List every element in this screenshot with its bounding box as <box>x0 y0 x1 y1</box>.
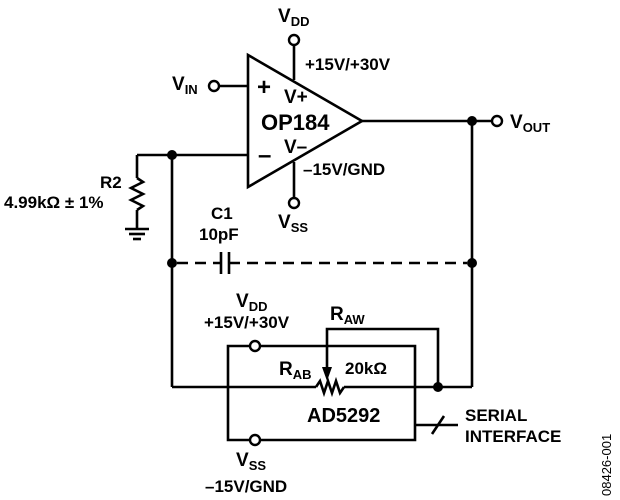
raw-label: RAW <box>330 304 365 327</box>
ad5292-box-right <box>260 344 417 442</box>
serial-interface-line1: SERIAL <box>465 406 527 425</box>
ad5292-vdd-terminal[interactable] <box>248 339 262 353</box>
c1-value: 10pF <box>199 225 239 244</box>
wiper-arrow-icon <box>322 367 332 381</box>
opamp-minus-sign: – <box>258 142 271 169</box>
rab-resistor <box>314 376 346 398</box>
opamp-triangle <box>246 52 365 190</box>
r2-name: R2 <box>100 173 122 192</box>
vout-label: VOUT <box>510 112 550 135</box>
vin-terminal[interactable] <box>207 79 221 93</box>
ad5292-part-label: AD5292 <box>307 405 380 427</box>
opamp-vdd-label: VDD <box>278 6 309 29</box>
ground-icon <box>125 227 149 241</box>
cap-right-junction <box>467 258 477 268</box>
r2-resistor <box>128 176 146 212</box>
vout-terminal[interactable] <box>490 114 504 128</box>
opamp-part-label: OP184 <box>261 110 330 135</box>
opamp-vss-voltage: –15V/GND <box>303 160 385 179</box>
rab-label: RAB <box>279 359 312 382</box>
opamp-vminus-label: V– <box>284 137 307 158</box>
raw-wiper-wire <box>325 327 440 387</box>
opamp-vss-label: VSS <box>278 212 308 235</box>
c1-name: C1 <box>211 204 233 223</box>
cap-left-junction <box>167 258 177 268</box>
opamp-vplus-label: V+ <box>284 87 308 108</box>
ad5292-vdd-voltage: +15V/+30V <box>204 313 290 332</box>
figure-id: 08426-001 <box>599 434 614 496</box>
opamp-vdd-voltage: +15V/+30V <box>305 55 391 74</box>
ad5292-vss-voltage: –15V/GND <box>205 477 287 496</box>
opamp-plus-sign: + <box>257 74 271 101</box>
bus-slash-icon <box>430 415 446 435</box>
serial-interface-line2: INTERFACE <box>465 427 561 446</box>
ad5292-vss-label: VSS <box>236 450 266 473</box>
ad5292-box <box>226 344 250 442</box>
ad5292-resistance: 20kΩ <box>345 359 387 378</box>
opamp-vdd-terminal[interactable] <box>287 33 301 47</box>
r2-value: 4.99kΩ ± 1% <box>4 193 104 212</box>
ad5292-vdd-label: VDD <box>236 291 267 314</box>
opamp-vss-terminal[interactable] <box>287 196 301 210</box>
vin-label: VIN <box>172 74 198 97</box>
ad5292-vss-terminal[interactable] <box>248 433 262 447</box>
